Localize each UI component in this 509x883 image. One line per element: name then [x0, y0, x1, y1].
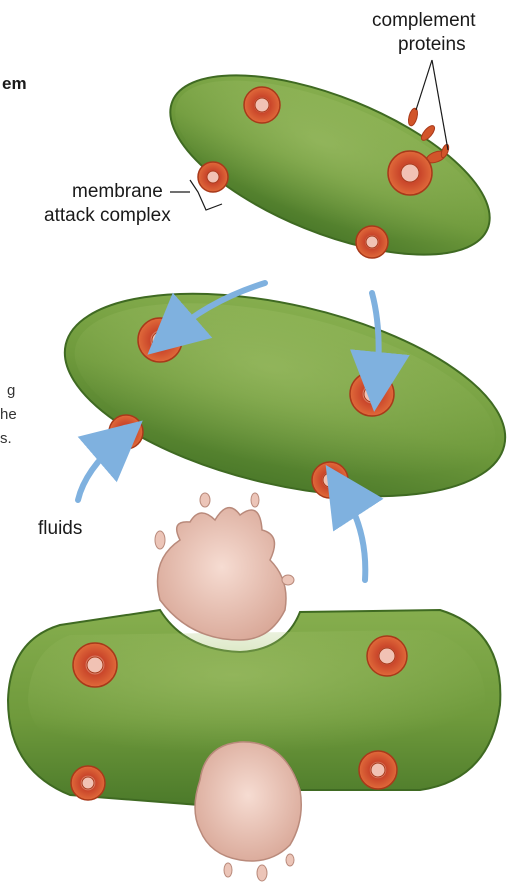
- membrane-attack-complex-icon: [367, 636, 407, 676]
- rupture-burst-icon: [195, 742, 301, 861]
- fluid-arrow-icon: [78, 440, 120, 500]
- bacterium-cell-middle: [46, 257, 509, 534]
- complement-proteins-label-line2: proteins: [398, 34, 466, 56]
- rupture-burst-top: [155, 493, 294, 640]
- membrane-attack-complex-icon: [244, 87, 280, 123]
- membrane-attack-complex-icon: [359, 751, 397, 789]
- membrane-attack-complex-icon: [73, 643, 117, 687]
- membrane-attack-complex-label-line1: membrane: [72, 181, 163, 203]
- membrane-attack-complex-label-line2: attack complex: [44, 205, 171, 227]
- membrane-attack-complex-icon: [356, 226, 388, 258]
- cutoff-text-fragment-2: he: [0, 404, 17, 426]
- membrane-attack-complex-icon: [71, 766, 105, 800]
- cutoff-heading-fragment: em: [2, 74, 27, 94]
- membrane-attack-complex-icon: [388, 151, 432, 195]
- rupture-burst-bottom: [195, 742, 301, 881]
- membrane-attack-complex-icon: [350, 372, 394, 416]
- protein-fragment-icon: [407, 107, 419, 126]
- fluids-label: fluids: [38, 518, 82, 540]
- rupture-burst-icon: [158, 508, 287, 640]
- complement-proteins-label-line1: complement: [372, 10, 476, 32]
- cutoff-text-fragment-1: g: [7, 380, 15, 402]
- membrane-attack-complex-icon: [198, 162, 228, 192]
- bacterium-cell-top: [147, 38, 509, 291]
- membrane-attack-complex-icon: [138, 318, 182, 362]
- cutoff-text-fragment-3: s.: [0, 428, 12, 450]
- fluid-arrow-icon: [342, 490, 365, 580]
